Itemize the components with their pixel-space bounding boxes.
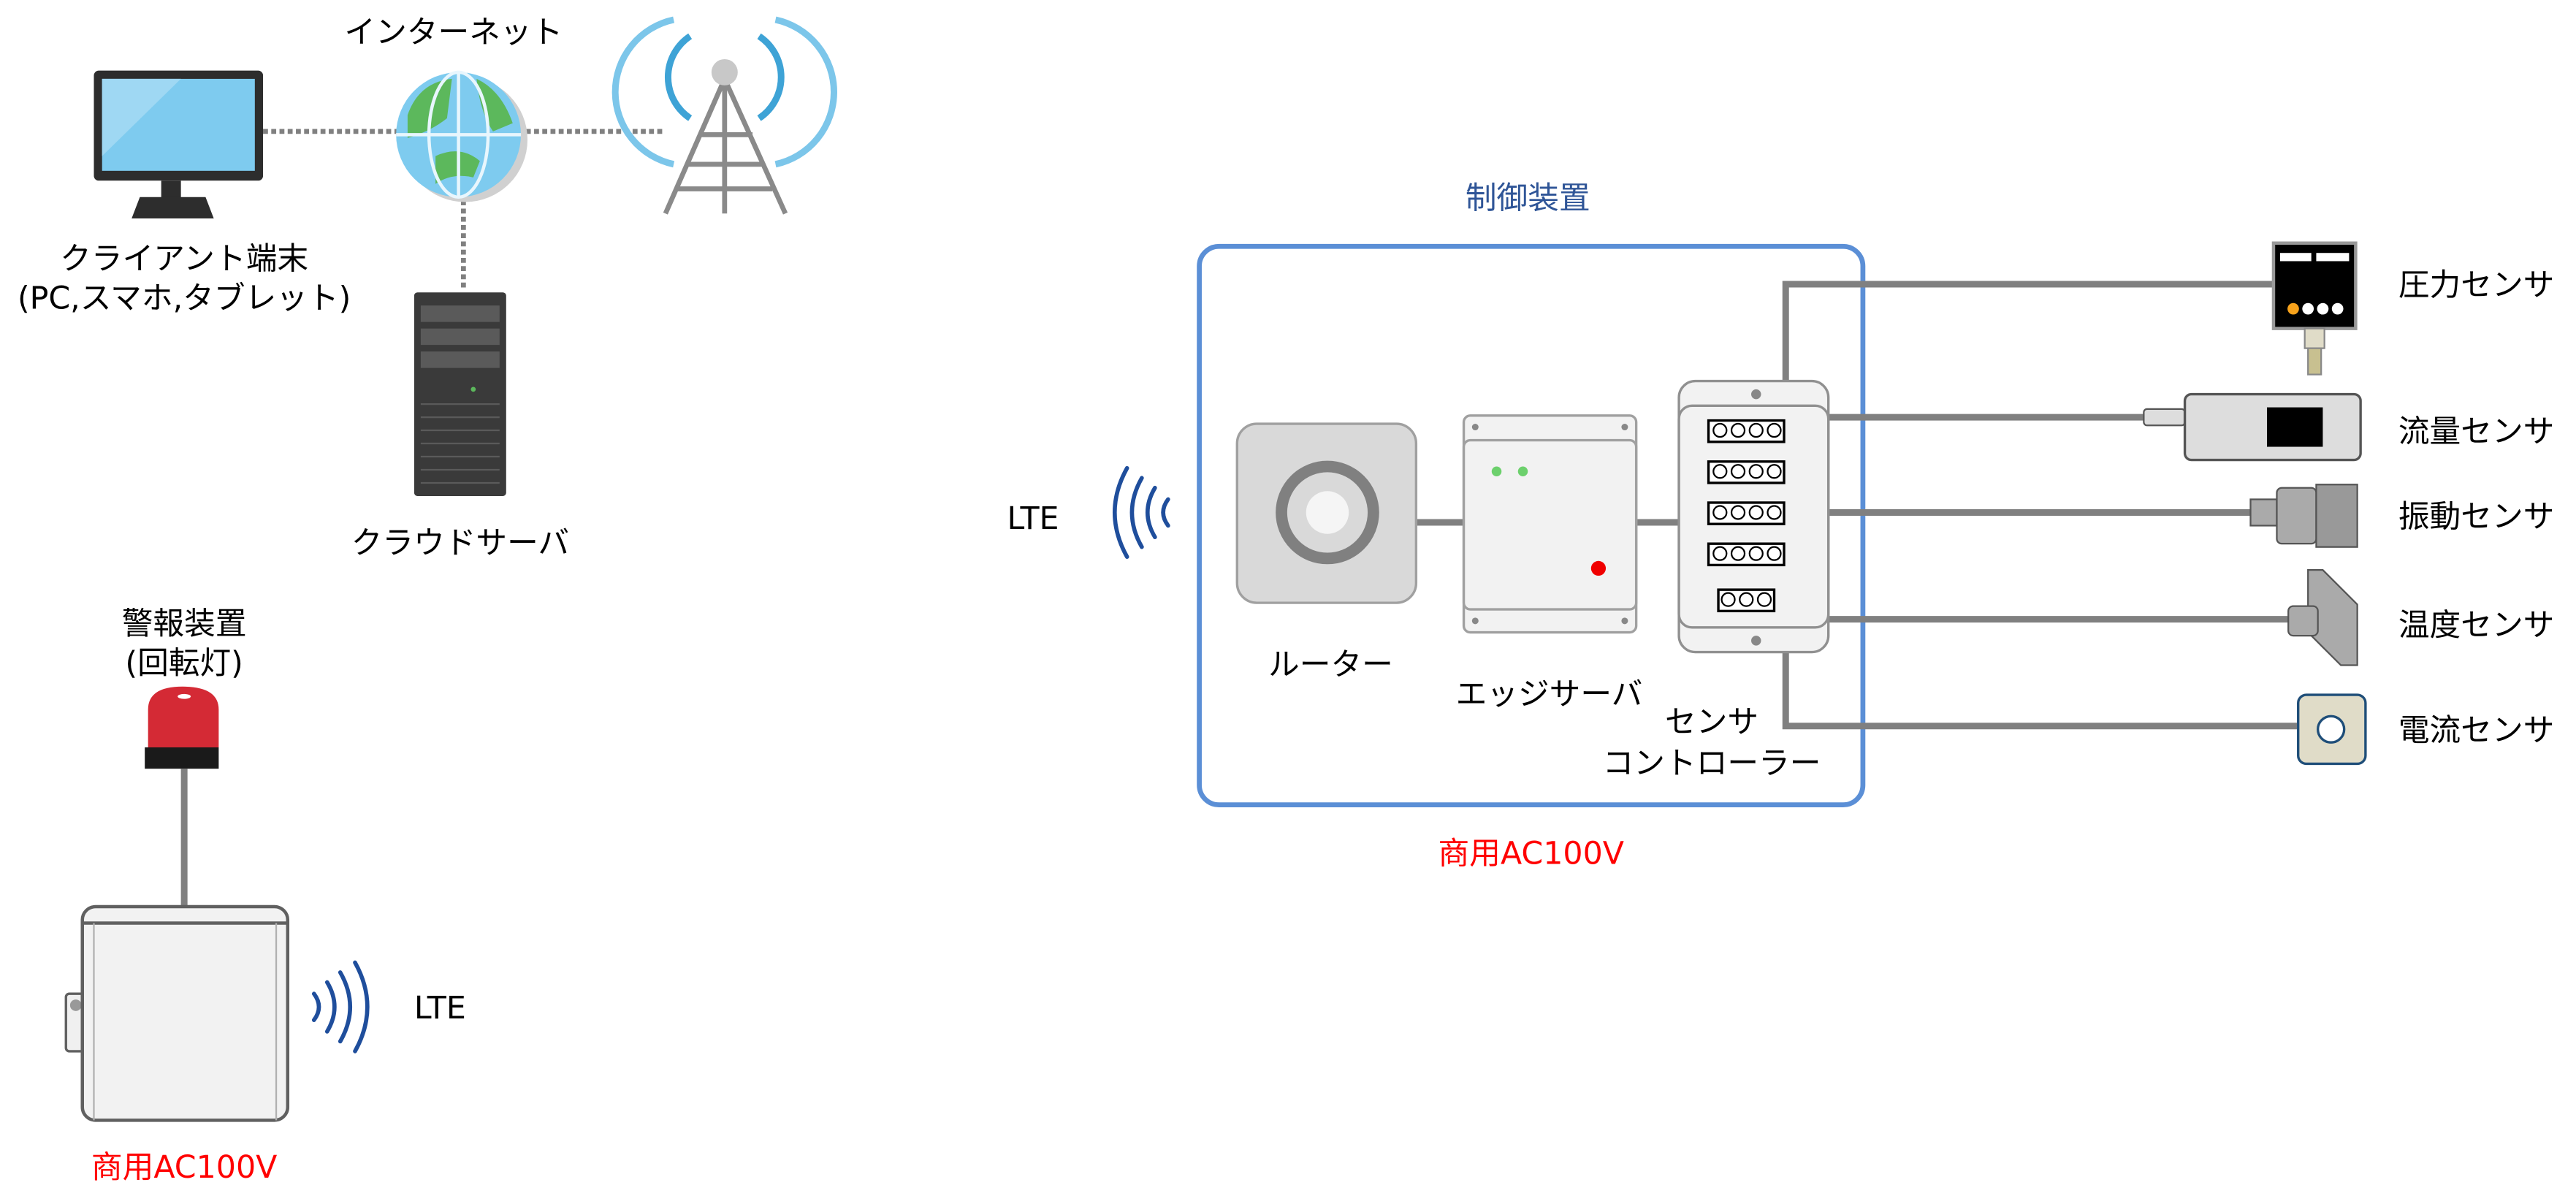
- sensor-label-flow: 流量センサ: [2398, 414, 2555, 450]
- lte-wave-icon: [311, 960, 370, 1054]
- sensor-controller-icon: [1677, 379, 1830, 654]
- control-unit-frame: [1197, 243, 1866, 808]
- alarm-power-label: 商用AC100V: [91, 1149, 277, 1186]
- cloud-server-icon: [414, 292, 506, 496]
- current-sensor-icon: [2297, 693, 2367, 766]
- sensor-label-temperature: 温度センサ: [2398, 607, 2555, 644]
- sensor-label-pressure: 圧力センサ: [2398, 267, 2555, 304]
- cloud-server-label: クラウドサーバ: [351, 525, 570, 562]
- vibration-sensor-icon: [2249, 484, 2358, 548]
- alarm-label-sub: (回転灯): [125, 645, 243, 682]
- sensor-label-vibration: 振動センサ: [2398, 499, 2555, 536]
- router-icon: [1235, 422, 1418, 604]
- temperature-sensor-icon: [2287, 569, 2358, 666]
- lte-wave-icon: [1112, 465, 1170, 559]
- sensor-label-current: 電流センサ: [2398, 712, 2555, 749]
- control-power-label: 商用AC100V: [1438, 836, 1624, 872]
- alarm-lte-label: LTE: [414, 990, 466, 1026]
- alarm-label: 警報装置: [122, 606, 247, 642]
- control-unit-title: 制御装置: [1466, 180, 1590, 217]
- router-label: ルーター: [1268, 647, 1393, 683]
- client-label-sub: (PC,スマホ,タブレット): [18, 281, 351, 317]
- flow-sensor-icon: [2143, 392, 2362, 462]
- edge-server-icon: [1462, 414, 1638, 634]
- client-monitor-icon: [94, 70, 264, 219]
- rotating-beacon-icon: [145, 686, 219, 769]
- client-label: クライアント端末: [60, 241, 308, 278]
- edge-server-label: エッジサーバ: [1456, 677, 1643, 713]
- sensor-controller-label: センサ: [1665, 704, 1758, 741]
- wire-pressure: [1782, 281, 2276, 381]
- pressure-sensor-icon: [2271, 241, 2358, 376]
- wire-current: [1782, 652, 2300, 730]
- cell-tower-icon: [611, 16, 837, 215]
- internet-label: インターネット: [344, 14, 563, 50]
- internet-globe-icon: [396, 70, 528, 202]
- sensor-controller-label-sub: コントローラー: [1603, 745, 1821, 782]
- control-lte-label: LTE: [1007, 500, 1059, 537]
- alarm-enclosure-box: [64, 904, 290, 1122]
